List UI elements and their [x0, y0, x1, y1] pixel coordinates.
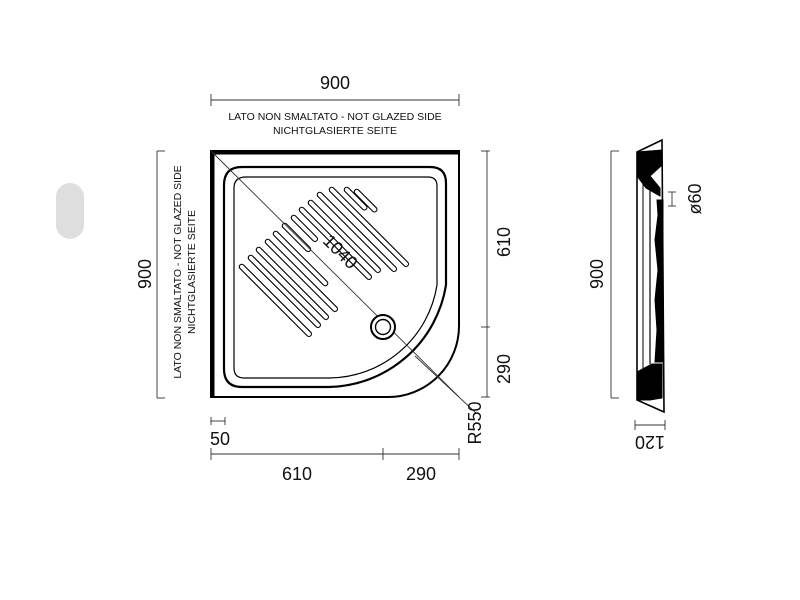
top-width-label: 900 [320, 73, 350, 93]
section-height-label: 900 [587, 259, 607, 289]
bottom-left-label: 610 [282, 464, 312, 484]
side-tab[interactable] [56, 183, 84, 239]
top-dimension: 900 [210, 73, 460, 106]
bottom-right-label: 290 [406, 464, 436, 484]
tray-height-label: 120 [635, 432, 665, 452]
diagonal-line [210, 150, 460, 398]
right-upper-label: 610 [494, 227, 514, 257]
anti-slip-grooves [238, 186, 410, 337]
left-dimension: 900 [135, 150, 165, 399]
right-lower-label: 290 [494, 354, 514, 384]
bottom-dimension: 610 290 [210, 448, 460, 484]
radius-label: R550 [465, 401, 485, 444]
drain-diameter-label: ø60 [685, 183, 705, 214]
top-note-line2: NICHTGLASIERTE SEITE [273, 125, 397, 137]
left-height-label: 900 [135, 259, 155, 289]
radius-callout: R550 [414, 355, 485, 445]
left-note-line2: NICHTGLASIERTE SEITE [186, 210, 198, 334]
rim-dimension: 50 [210, 417, 230, 449]
right-dimension: 610 290 [481, 150, 514, 398]
top-note-line1: LATO NON SMALTATO - NOT GLAZED SIDE [228, 111, 441, 123]
left-note-line1: LATO NON SMALTATO - NOT GLAZED SIDE [172, 165, 184, 378]
section-view: 900 ø60 120 [587, 138, 705, 452]
section-upper-wall [636, 149, 663, 197]
section-lower-wall [636, 363, 663, 401]
section-inner-wall [654, 199, 664, 363]
drain [370, 314, 396, 340]
rim-label: 50 [210, 429, 230, 449]
tray-plan: 1040 [210, 150, 460, 398]
